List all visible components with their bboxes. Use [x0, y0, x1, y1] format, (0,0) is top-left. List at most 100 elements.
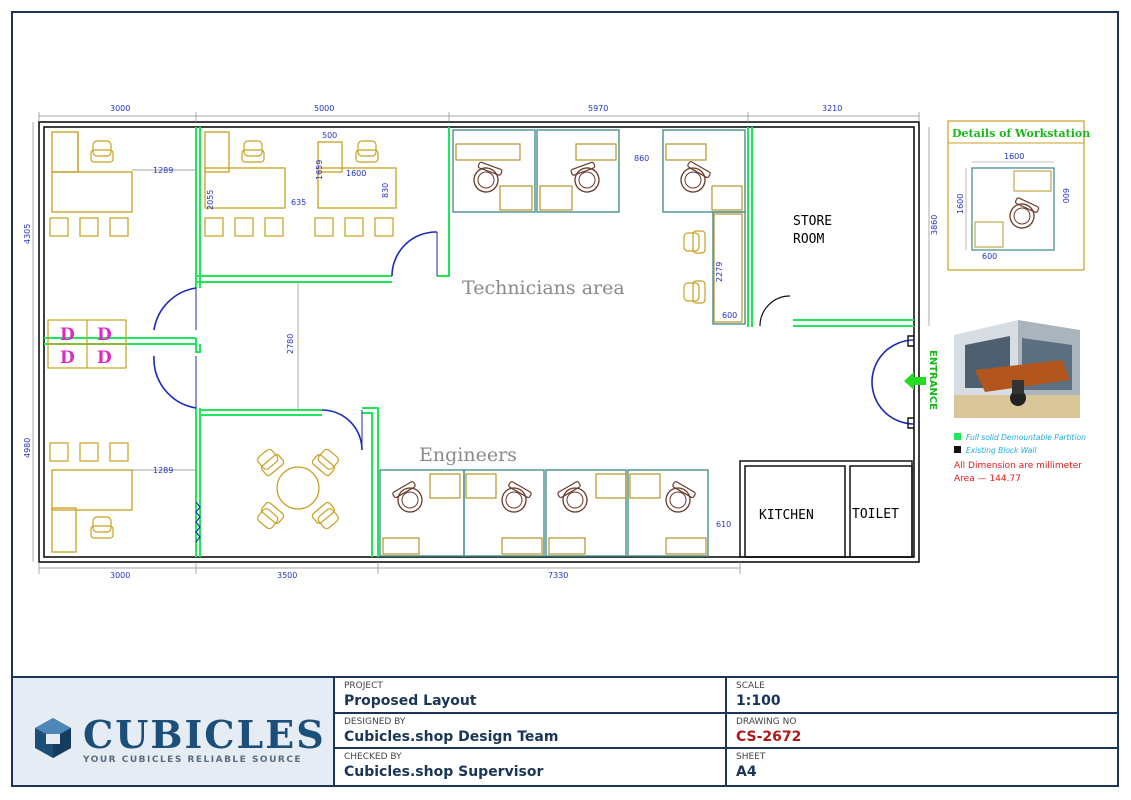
sheet-value: A4: [736, 764, 757, 781]
meeting-chair: [310, 445, 343, 478]
dimension-inner: 600: [722, 311, 737, 320]
store-room-label: STORE: [793, 214, 832, 229]
dimension-inner: 830: [381, 183, 390, 198]
dimension-inner: 2780: [286, 334, 295, 354]
task-chair: [391, 480, 428, 518]
workstation-dim: 600: [982, 252, 997, 261]
dimension-top: 5970: [588, 104, 608, 113]
storage-mark: D: [60, 325, 75, 345]
legend-partition: Full solid Demountable Partition: [966, 433, 1086, 442]
dimension-top: 3000: [110, 104, 130, 113]
wall-swatch: [954, 446, 961, 453]
visitor-seat: [374, 217, 394, 237]
technician-workstations: [452, 129, 746, 325]
dimension-inner: 500: [322, 131, 337, 140]
toilet-label: TOILET: [852, 507, 899, 522]
dimension-left: 4980: [23, 438, 32, 458]
project-value: Proposed Layout: [344, 693, 477, 709]
brand-logo: CUBICLES YOUR CUBICLES RELIABLE SOURCE: [13, 678, 335, 785]
visitor-seat: [204, 217, 224, 237]
visitor-seat: [109, 442, 129, 462]
dimension-inner: 1289: [153, 166, 173, 175]
task-chair: [683, 230, 706, 254]
dimension-left: 4305: [23, 224, 32, 244]
workstation-dim: 1600: [956, 194, 965, 214]
task-chair: [469, 161, 504, 197]
kitchen-label: KITCHEN: [759, 508, 814, 523]
bottom-left-office: [51, 469, 133, 553]
drawing-no-value: CS-2672: [736, 728, 802, 745]
visitor-seat: [264, 217, 284, 237]
visitor-seat: [79, 217, 99, 237]
storage-mark: D: [60, 348, 75, 368]
workstation-detail-title: Details of Workstation: [952, 127, 1090, 140]
cube-logo-icon: [35, 718, 71, 758]
dimension-top: 3210: [822, 104, 842, 113]
office-chair: [90, 140, 114, 163]
visitor-seat: [79, 442, 99, 462]
worksurfaces: [382, 473, 707, 555]
dimension-inner: 610: [716, 520, 731, 529]
title-block: CUBICLES YOUR CUBICLES RELIABLE SOURCE P…: [11, 676, 1119, 787]
entrance-label: ENTRANCE: [927, 350, 938, 410]
task-chair: [496, 480, 533, 518]
scale-value: 1:100: [736, 693, 781, 709]
task-chair: [569, 161, 604, 197]
engineers-area-label: Engineers: [419, 444, 517, 466]
worksurfaces: [455, 143, 743, 323]
drawing-no-field: DRAWING NO CS-2672: [727, 714, 1117, 750]
checked-by-value: Cubicles.shop Supervisor: [344, 764, 544, 781]
dimension-inner: 860: [634, 154, 649, 163]
dimension-right: 3860: [930, 215, 939, 235]
designed-by-value: Cubicles.shop Design Team: [344, 728, 559, 745]
kitchen-toilet-block: [739, 460, 913, 558]
legend-note: All Dimension are millimeter: [954, 461, 1082, 471]
sheet-field: SHEET A4: [727, 749, 1117, 785]
dimension-lines: [32, 112, 930, 574]
outer-walls: [38, 121, 920, 563]
entrance-opening: [907, 335, 914, 429]
partitions: [44, 127, 914, 557]
dimension-bottom: 3500: [277, 571, 297, 580]
legend-wall: Existing Block Wall: [966, 446, 1037, 455]
office-chair: [355, 140, 379, 163]
dimension-inner: 635: [291, 198, 306, 207]
dimension-inner: 2279: [715, 262, 724, 282]
dimension-inner: 1600: [346, 169, 366, 178]
project-field: PROJECT Proposed Layout: [335, 678, 727, 714]
visitor-seat: [344, 217, 364, 237]
visitor-seat: [49, 442, 69, 462]
task-chair: [556, 480, 593, 518]
engineer-workstations: [379, 469, 709, 557]
visitor-seat: [109, 217, 129, 237]
entrance-arrow-icon: [904, 372, 926, 390]
workstation-detail-panel: [947, 120, 1085, 271]
task-chair: [683, 280, 706, 304]
meeting-chair: [310, 500, 343, 533]
meeting-table: [276, 466, 320, 510]
visitor-seat: [314, 217, 334, 237]
office-chair: [241, 140, 265, 163]
brand-tagline: YOUR CUBICLES RELIABLE SOURCE: [83, 755, 303, 765]
legend-area: Area — 144.77: [954, 474, 1021, 484]
storage-mark: D: [97, 348, 112, 368]
office-chair: [90, 516, 114, 539]
workstation-render-image: [954, 278, 1080, 418]
partition-swatch: [954, 433, 961, 440]
dimension-inner: 1659: [315, 160, 324, 180]
middle-office: [204, 131, 397, 209]
dimension-bottom: 3000: [110, 571, 130, 580]
technicians-area-label: Technicians area: [462, 277, 625, 299]
workstation-dim: 1600: [1004, 152, 1024, 161]
dimension-inner: 2055: [206, 190, 215, 210]
dimension-top: 5000: [314, 104, 334, 113]
meeting-chair: [253, 445, 286, 478]
task-chair: [660, 480, 697, 518]
visitor-seat: [49, 217, 69, 237]
brand-name: CUBICLES: [83, 712, 326, 757]
visitor-seat: [234, 217, 254, 237]
dimension-inner: 1289: [153, 466, 173, 475]
doors: [153, 231, 915, 543]
storage-mark: D: [97, 325, 112, 345]
